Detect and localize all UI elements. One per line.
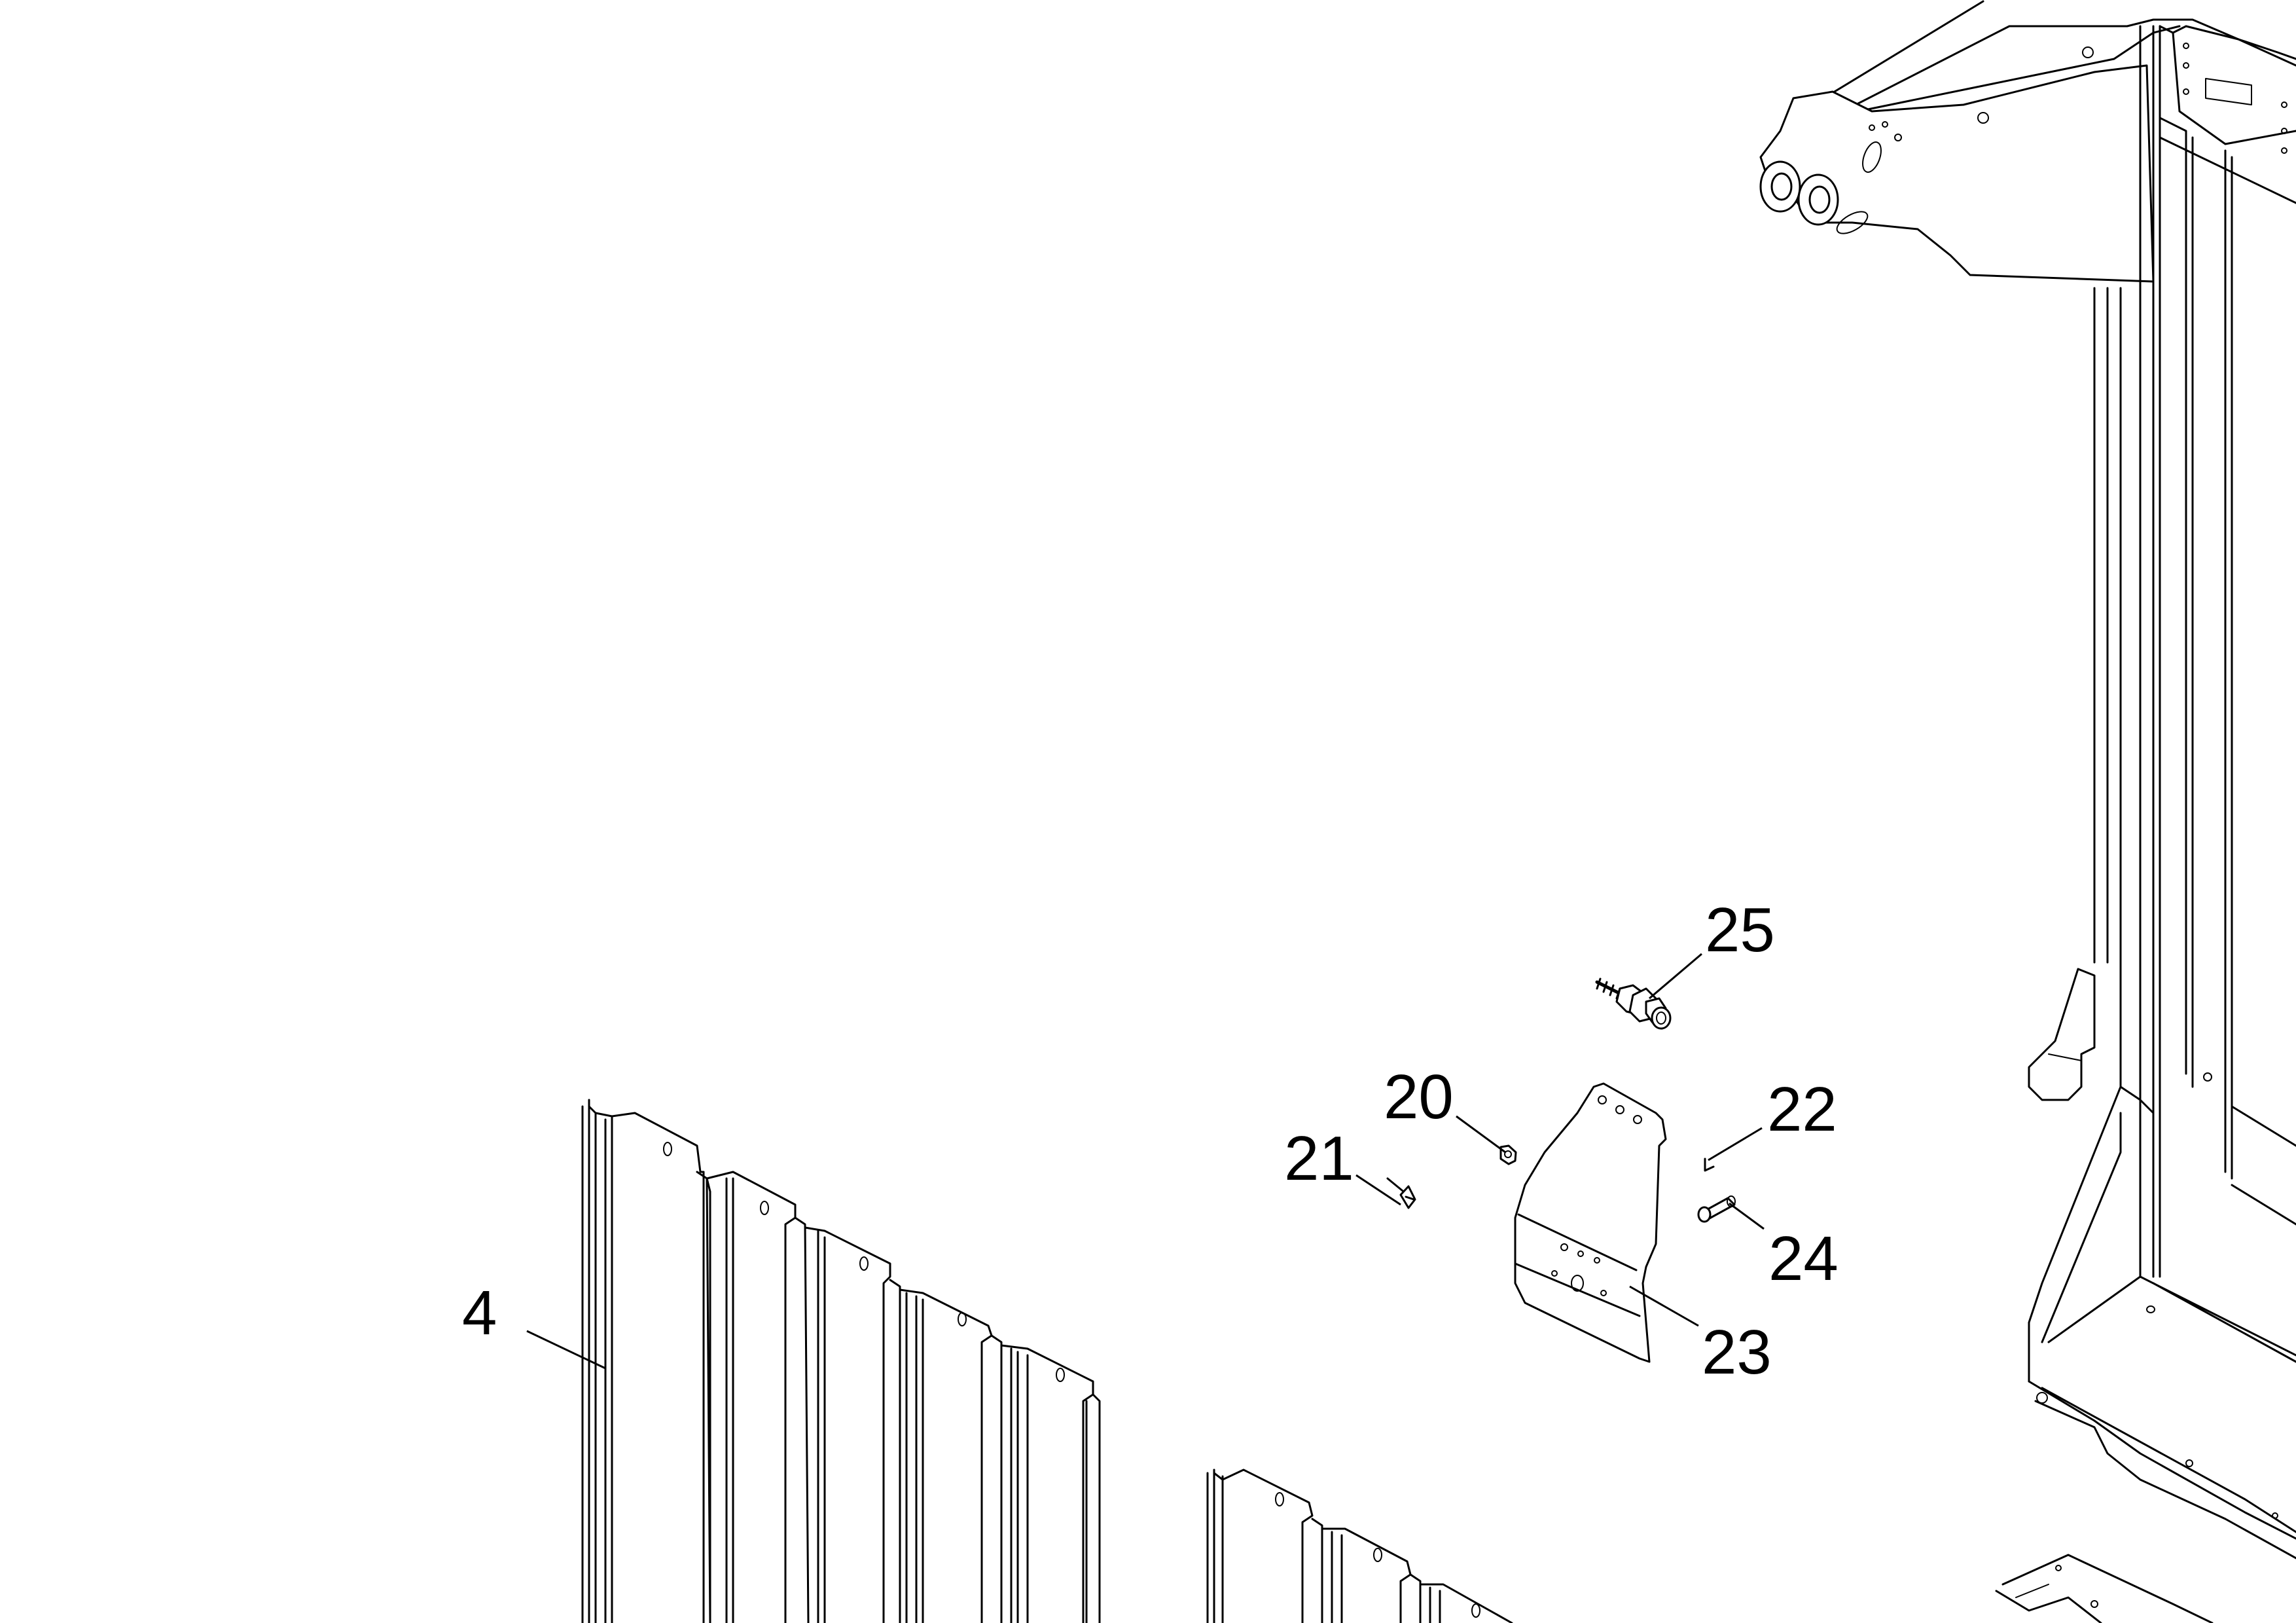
nut-part-20 bbox=[1499, 1144, 1517, 1165]
bolt-part-21 bbox=[1386, 1177, 1416, 1209]
leader-20 bbox=[1456, 1115, 1506, 1154]
callout-21: 21 bbox=[1284, 1123, 1354, 1194]
callout-24: 24 bbox=[1768, 1224, 1839, 1294]
callout-25: 25 bbox=[1705, 895, 1775, 965]
main-frame bbox=[1759, 0, 2296, 1623]
leader-4 bbox=[526, 1330, 606, 1370]
callout-22: 22 bbox=[1767, 1074, 1837, 1144]
callout-4: 4 bbox=[462, 1278, 497, 1348]
leader-23 bbox=[1629, 1285, 1699, 1327]
pin-part-22 bbox=[1704, 1158, 1715, 1172]
leader-22 bbox=[1708, 1127, 1763, 1161]
corrugated-panel-lower bbox=[1206, 1468, 1513, 1623]
callout-labels: 4 20 21 22 23 24 25 bbox=[462, 895, 1839, 1387]
leader-lines bbox=[526, 953, 1765, 1370]
spacer-part-24 bbox=[1697, 1195, 1736, 1223]
leader-25 bbox=[1649, 953, 1702, 1000]
leader-21 bbox=[1355, 1174, 1401, 1206]
callout-20: 20 bbox=[1384, 1062, 1454, 1132]
leader-24 bbox=[1729, 1202, 1765, 1230]
bracket-plate-part-23 bbox=[1514, 1082, 1667, 1363]
corrugated-panel-part-4 bbox=[581, 1099, 1101, 1623]
sensor-bolt-part-25 bbox=[1595, 977, 1672, 1030]
callout-23: 23 bbox=[1702, 1317, 1772, 1387]
